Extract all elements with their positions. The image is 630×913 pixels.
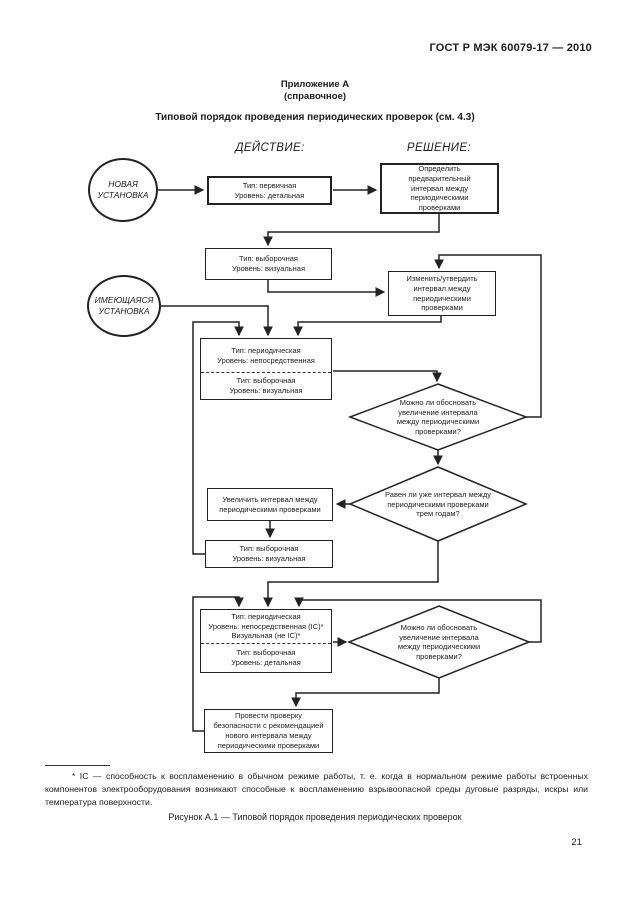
text-line: УСТАНОВКА	[97, 190, 149, 200]
column-label-action: ДЕЙСТВИЕ:	[235, 142, 305, 154]
text-line: Уровень: непосредственная	[217, 355, 315, 365]
figure-caption: Рисунок А.1 — Типовой порядок проведения…	[168, 812, 462, 822]
text-line: Увеличить интервал между	[222, 494, 318, 504]
text-line: предварительный	[408, 173, 471, 183]
text-line: Тип: периодическая	[231, 611, 301, 621]
text-line: Тип: выборочная	[236, 648, 296, 658]
text-line: Равен ли уже интервал между	[385, 490, 491, 499]
text-line: Тип: выборочная	[239, 254, 298, 264]
text-line: Уровень: детальная	[234, 190, 305, 200]
text-line: Провести проверку	[234, 711, 303, 721]
text-line: периодическими проверками	[387, 499, 489, 509]
text-line: Визуальная (не IC)*	[231, 631, 301, 641]
text-line: нового интервала между	[225, 731, 312, 740]
standard-number: ГОСТ Р МЭК 60079-17 — 2010	[429, 42, 592, 54]
connector-existing-to-periodic1	[161, 305, 273, 337]
text-line: Определить	[418, 164, 461, 174]
text-line: Уровень: детальная	[231, 658, 301, 667]
footnote-text: * IC — способность к воспламенению в обы…	[45, 771, 588, 807]
text-line: периодическими проверками	[219, 504, 321, 514]
decision-three-years	[348, 466, 528, 542]
text-line: проверками	[418, 203, 461, 213]
text-line: проверками	[421, 303, 463, 313]
text-line: проверками?	[416, 651, 462, 661]
text-line: интервал между	[411, 183, 468, 193]
page-number: 21	[571, 837, 582, 848]
connector-justify1-yes-to-modify	[434, 254, 542, 418]
connector-modify-to-periodic1	[293, 316, 442, 337]
annex-heading: Приложение А	[280, 79, 350, 90]
text-line: Уровень: непосредственная (IC)*	[208, 621, 324, 631]
text-line: между периодическими	[397, 642, 481, 651]
text-line: Уровень: визуальная	[232, 554, 306, 563]
footnote-rule	[45, 765, 110, 766]
text-line: трем годам?	[416, 509, 460, 518]
connector-determine-to-sample1	[263, 214, 440, 247]
text-line: Можно ли обосновать	[399, 398, 477, 407]
annex-type: (справочное)	[283, 91, 347, 102]
text-line: периодическими	[410, 193, 469, 203]
text-line: Тип: выборочная	[239, 544, 299, 554]
text-line: ИМЕЮЩАЯСЯ	[94, 295, 154, 305]
page-title: Типовой порядок проведения периодических…	[155, 112, 475, 123]
column-label-decision: РЕШЕНИЕ:	[406, 142, 472, 154]
text-line: Можно ли обосновать	[400, 623, 478, 632]
text-line: периодическими	[413, 293, 471, 303]
connector-sample2-feedback-to-periodic1	[192, 321, 244, 555]
text-line: Уровень: визуальная	[231, 264, 306, 273]
text-line: безопасности с рекомендацией	[213, 721, 324, 731]
connector-justify2-loop-to-periodic2	[294, 597, 542, 643]
text-line: увеличение интервала	[399, 632, 479, 642]
text-line: Тип: первичная	[242, 180, 297, 190]
text-line: периодическими проверками	[217, 740, 320, 750]
text-line: между периодическими	[396, 417, 480, 426]
text-line: Изменить/утвердить	[406, 273, 478, 283]
connector-periodic1-to-justify1	[333, 370, 442, 383]
connector-sample1-to-modify	[267, 280, 386, 297]
text-line: Тип: периодическая	[231, 345, 301, 355]
decision-justify-increase-1	[347, 383, 529, 451]
text-line: увеличение интервала	[398, 407, 478, 417]
text-line: интервал между	[413, 283, 471, 293]
connector-safety-feedback-to-periodic2	[192, 596, 244, 732]
connector-threeyears-to-periodic2	[263, 541, 439, 608]
text-line: УСТАНОВКА	[98, 306, 150, 316]
connector-justify2-to-safety	[291, 678, 440, 708]
text-line: НОВАЯ	[108, 179, 138, 189]
text-line: Уровень: визуальная	[229, 386, 303, 395]
text-line: Тип: выборочная	[236, 376, 296, 386]
decision-justify-increase-2	[346, 605, 532, 679]
text-line: проверками?	[415, 426, 461, 436]
